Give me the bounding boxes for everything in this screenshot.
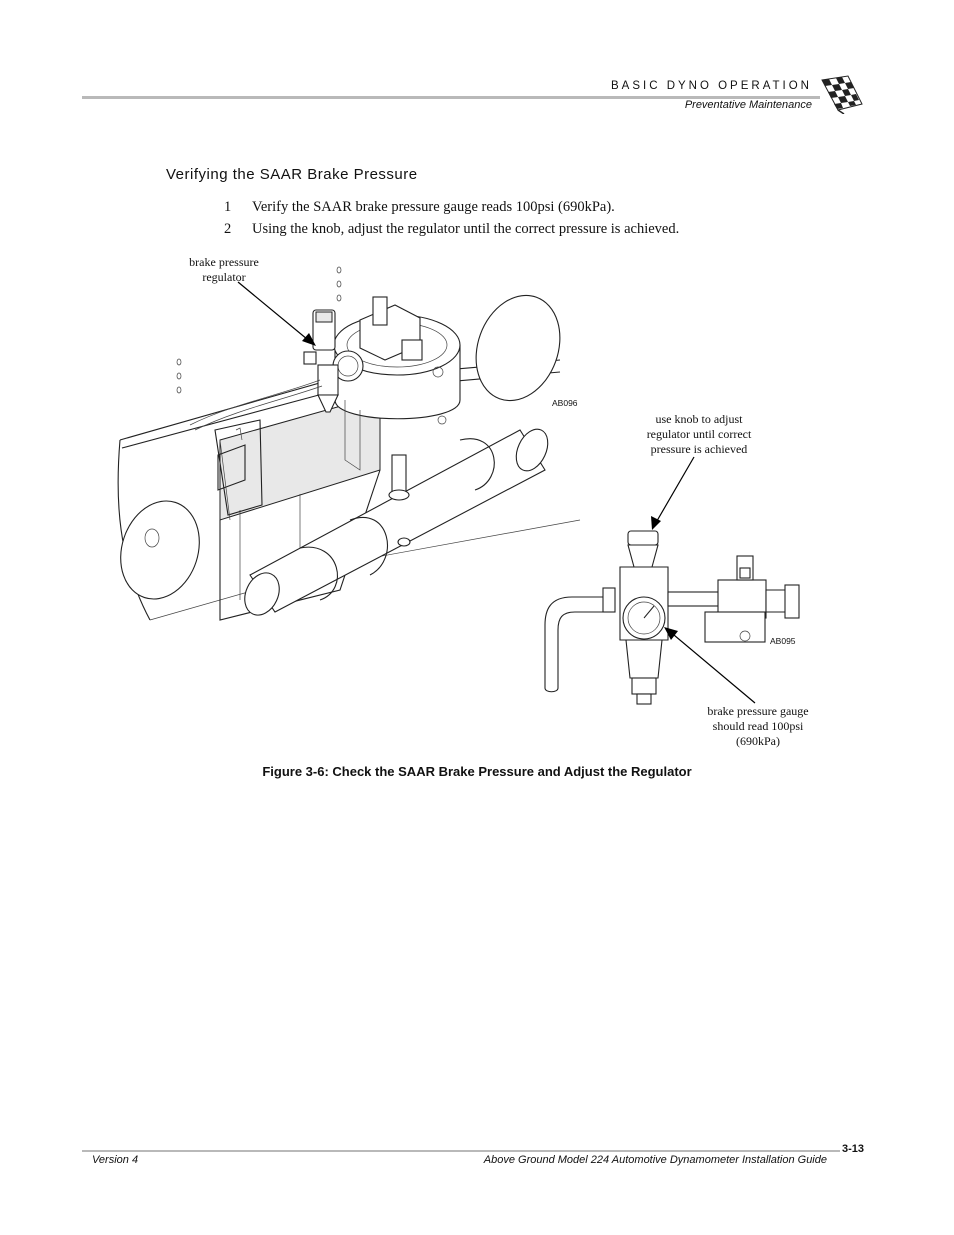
dyno-assembly-drawing (117, 266, 581, 621)
figure-caption: Figure 3-6: Check the SAAR Brake Pressur… (262, 764, 692, 779)
header-rule (82, 96, 820, 99)
gauge-callout: brake pressure gauge should read 100psi … (707, 704, 809, 748)
regulator-callout: brake pressure regulator (189, 255, 259, 284)
knob-callout: use knob to adjust regulator until corre… (646, 412, 752, 456)
step-text: Verify the SAAR brake pressure gauge rea… (252, 199, 615, 215)
step-number: 1 (224, 199, 232, 215)
chapter-title: BASIC DYNO OPERATION (610, 80, 812, 92)
checkered-flag-icon (821, 75, 863, 114)
regulator-closeup-drawing (544, 530, 800, 705)
version-label: Version 4 (92, 1154, 139, 1166)
step-number: 2 (224, 221, 232, 237)
footer-rule (82, 1150, 840, 1152)
document-title: Above Ground Model 224 Automotive Dynamo… (483, 1154, 827, 1166)
step-text: Using the knob, adjust the regulator unt… (252, 221, 680, 237)
figure-id-right: AB095 (770, 636, 796, 646)
section-heading: Verifying the SAAR Brake Pressure (166, 166, 418, 183)
leader-lines (237, 281, 756, 704)
figure-illustration (117, 266, 800, 705)
figure-id-left: AB096 (552, 398, 578, 408)
page-number: 3-13 (842, 1143, 865, 1155)
section-title: Preventative Maintenance (684, 99, 812, 111)
